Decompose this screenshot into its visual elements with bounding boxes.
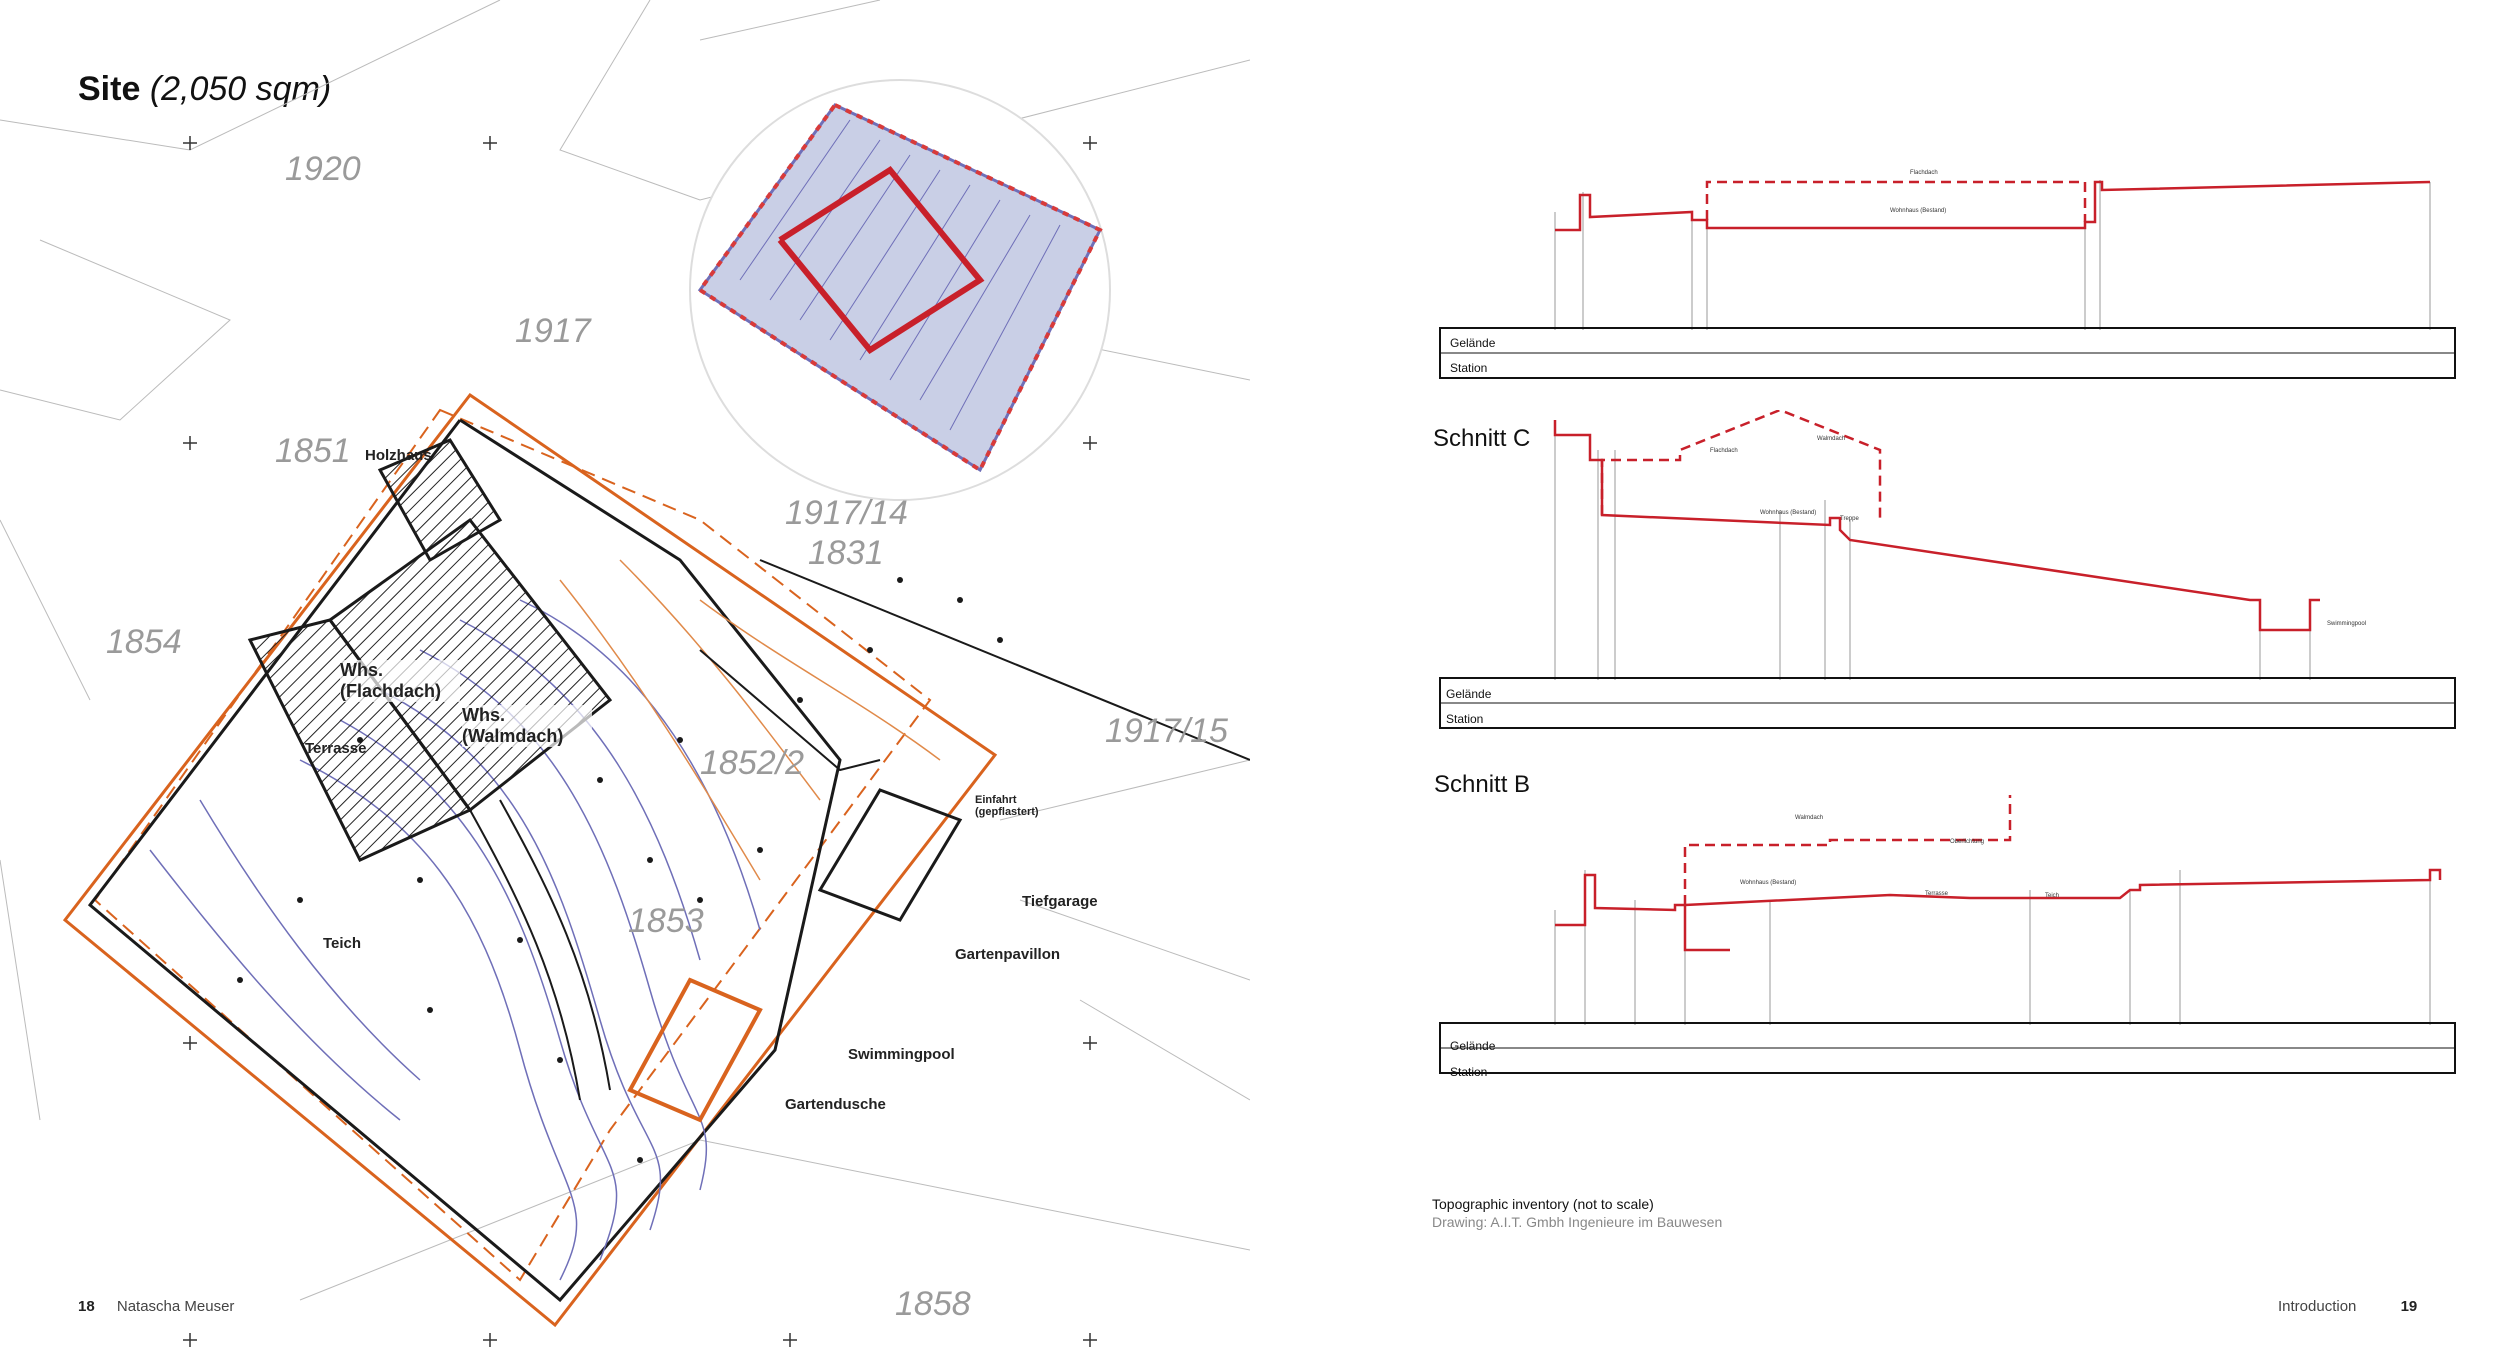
parcel-number: 1917/15 <box>1105 712 1228 750</box>
inset-mesh <box>739 119 1061 431</box>
title-bold: Site <box>78 70 141 108</box>
parcel-number: 1831 <box>808 534 884 572</box>
profile-label-wohnhaus: Wohnhaus (Bestand) <box>1760 510 1817 516</box>
survey-points <box>237 577 1003 1163</box>
caption-title: Topographic inventory (not to scale) <box>1432 1196 1654 1212</box>
garden-path <box>469 559 1250 1101</box>
profile-label-walmdach: Walmdach <box>1795 815 1824 821</box>
site-boundary-black <box>87 418 842 1303</box>
label-whs-flachdach: Whs. (Flachdach) <box>340 660 460 702</box>
folio-left: 18 Natascha Meuser <box>78 1298 234 1315</box>
left-page: Site (2,050 sqm) <box>0 0 1250 1347</box>
swimmingpool-outline <box>627 977 763 1123</box>
parcel-number: 1917/14 <box>785 494 908 532</box>
profile-label-flachdach: Flachdach <box>1910 170 1938 176</box>
section-label-b: Schnitt B <box>1434 771 1531 798</box>
parcel-number: 1917 <box>515 312 591 350</box>
section-profile-a <box>1439 180 2456 379</box>
profile-label-treppe: Treppe <box>1840 516 1859 522</box>
profile-label-teich: Teich <box>2045 893 2060 899</box>
label-gartendusche: Gartendusche <box>785 1096 886 1113</box>
section-profile-c <box>1439 410 2456 729</box>
folio-author: Natascha Meuser <box>116 1298 235 1315</box>
site-boundary-dashed <box>93 408 932 1282</box>
parcel-number: 1853 <box>628 902 704 940</box>
label-teich: Teich <box>323 935 362 952</box>
site-plan-drawing <box>0 0 1250 1347</box>
label-terrasse: Terrasse <box>305 740 367 757</box>
pavilion-outline <box>817 788 963 922</box>
figure-caption: Topographic inventory (not to scale) Dra… <box>1432 1195 1722 1231</box>
grid-crosses <box>183 136 1097 1347</box>
right-page: Gelände Station Flachdach Wohnhaus (Best… <box>1250 0 2500 1369</box>
site-boundary-orange <box>62 392 998 1328</box>
label-tiefgarage: Tiefgarage <box>1022 893 1098 910</box>
label-gartenpavillon: Gartenpavillon <box>955 946 1061 963</box>
profile-label-oberlichtung: Oberlichtung <box>1950 839 1985 845</box>
page-title: Site (2,050 sqm) <box>78 70 331 109</box>
profile-label-terrasse: Terrasse <box>1925 891 1949 897</box>
holzhaus-building <box>377 438 503 563</box>
parcel-number: 1854 <box>106 623 182 661</box>
row-label-station: Station <box>1450 1065 1488 1079</box>
parcel-number: 1858 <box>895 1285 971 1323</box>
row-label-gelaende: Gelände <box>1450 1039 1496 1053</box>
row-label-station: Station <box>1446 712 1484 726</box>
parcel-number: 1852/2 <box>700 744 804 782</box>
parcel-number: 1920 <box>285 150 361 188</box>
label-einfahrt: Einfahrt (gepflastert) <box>975 794 1039 818</box>
parcel-number: 1851 <box>275 432 351 470</box>
label-swimmingpool: Swimmingpool <box>848 1046 955 1063</box>
folio-section: Introduction <box>2278 1298 2357 1315</box>
caption-credit: Drawing: A.I.T. Gmbh Ingenieure im Bauwe… <box>1432 1214 1723 1230</box>
inset-building <box>777 166 985 354</box>
profile-label-swimmingpool: Swimmingpool <box>2327 621 2367 627</box>
profile-label-flachdach: Flachdach <box>1710 448 1738 454</box>
profile-label-walmdach: Walmdach <box>1817 436 1846 442</box>
profile-label-wohnhaus: Wohnhaus (Bestand) <box>1890 208 1947 214</box>
section-profile-b <box>1439 795 2456 1074</box>
cadastral-lines <box>0 0 1250 1301</box>
title-italic: (2,050 sqm) <box>149 70 332 108</box>
label-whs-walmdach: Whs. (Walmdach) <box>462 705 592 747</box>
row-label-gelaende: Gelände <box>1450 336 1496 350</box>
section-label-c: Schnitt C <box>1433 425 1531 452</box>
row-label-gelaende: Gelände <box>1446 687 1492 701</box>
profile-label-wohnhaus: Wohnhaus (Bestand) <box>1740 880 1797 886</box>
page-number: 19 <box>2400 1298 2418 1315</box>
page-number: 18 <box>78 1298 95 1315</box>
folio-right: Introduction 19 <box>2278 1298 2417 1315</box>
row-label-station: Station <box>1450 361 1488 375</box>
inset-boundary <box>697 103 1103 473</box>
label-holzhaus: Holzhaus <box>365 447 432 464</box>
terrain-lines-orange <box>559 559 941 881</box>
